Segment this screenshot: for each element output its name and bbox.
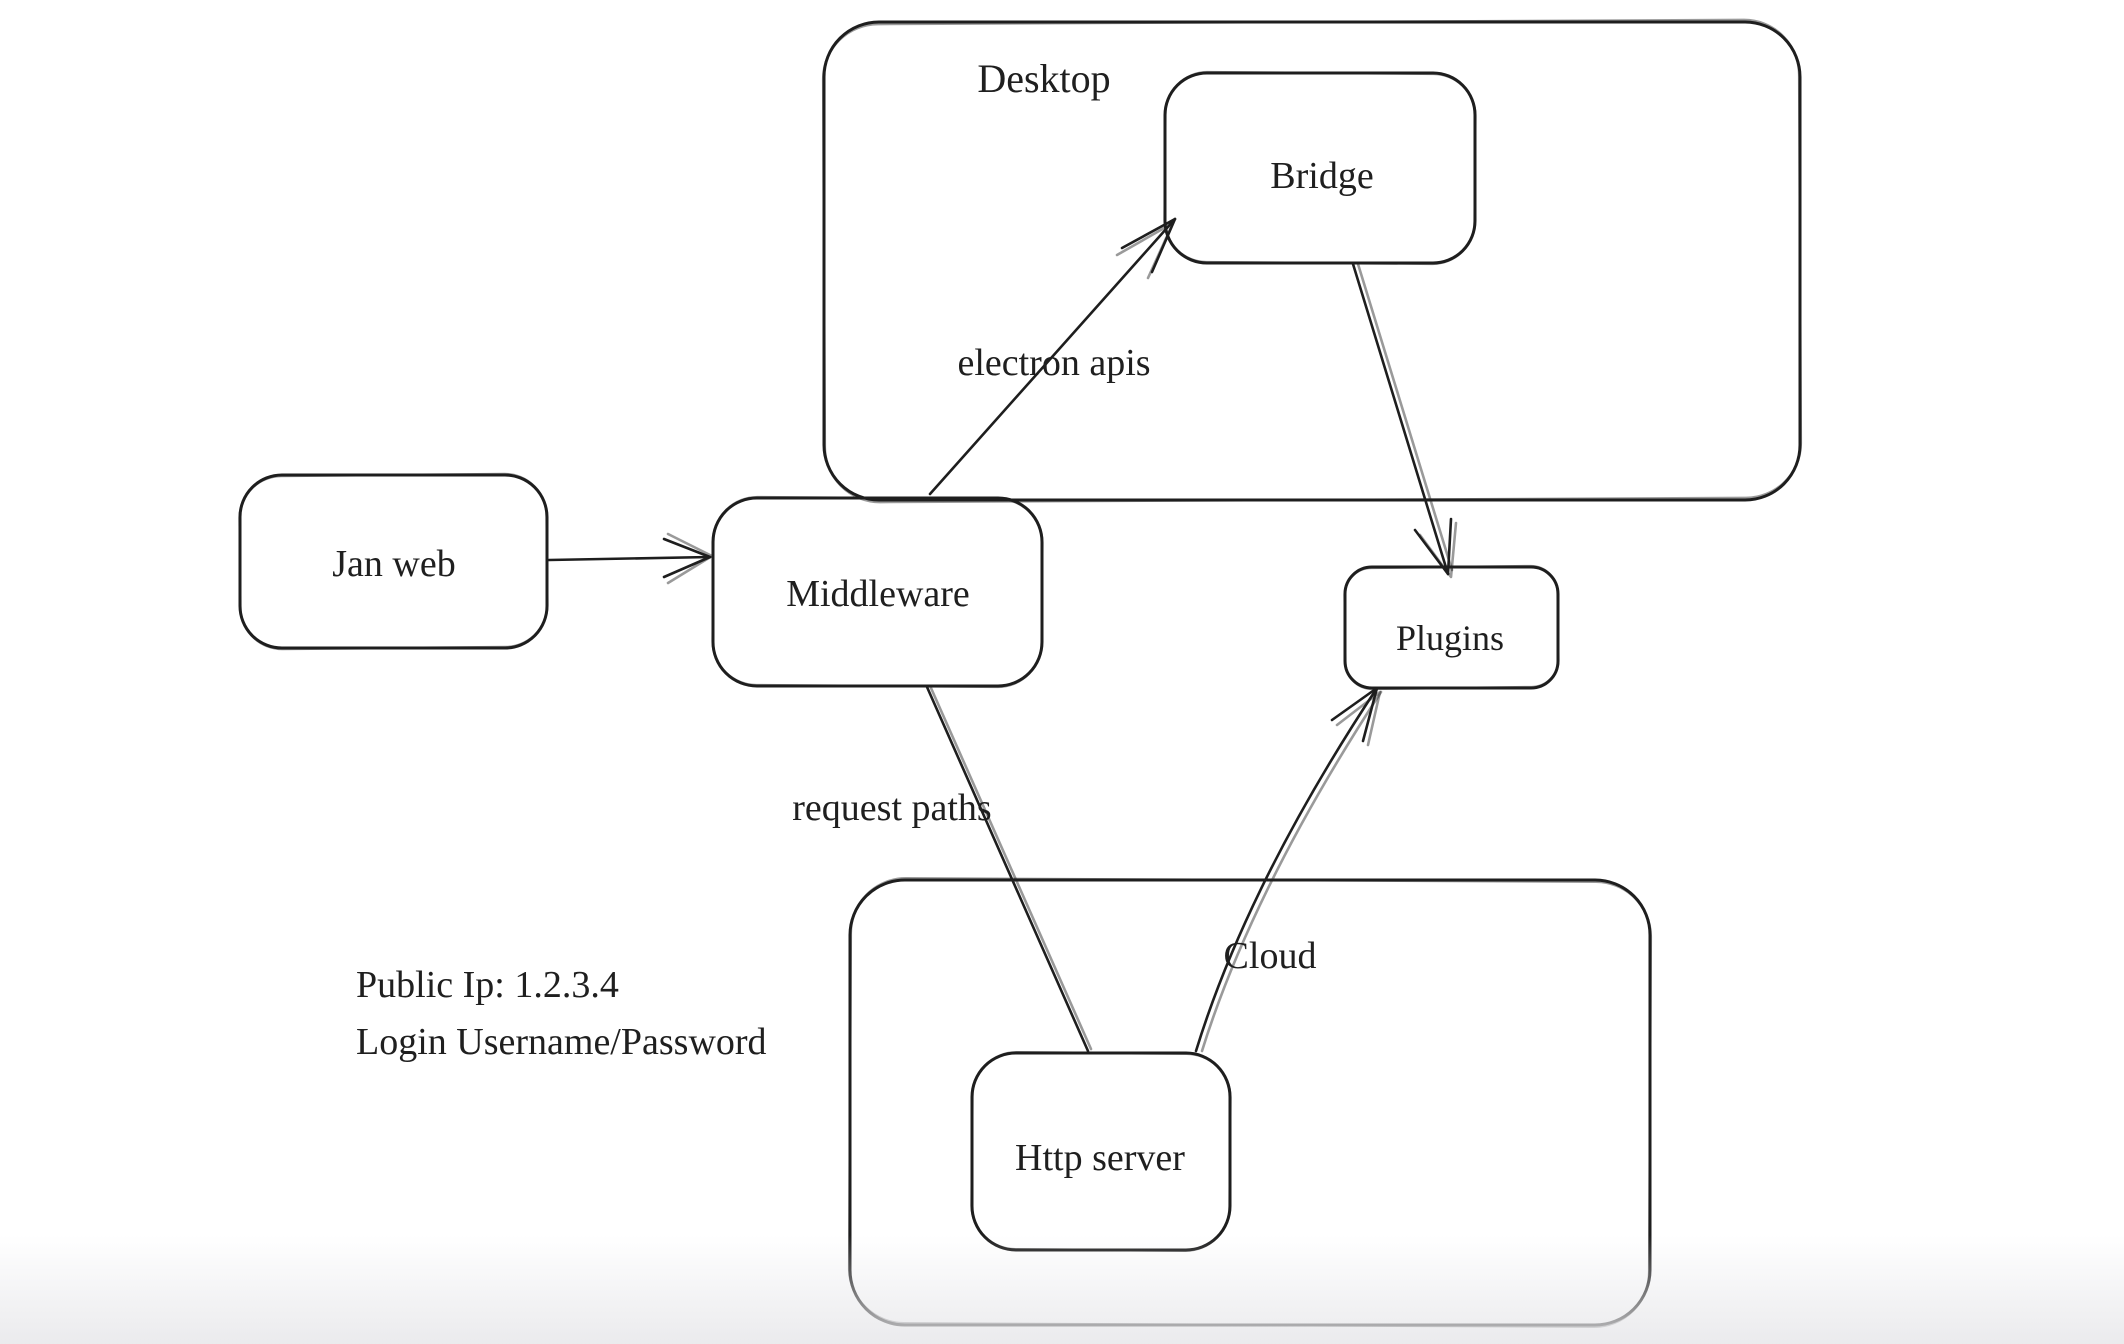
- node-http-server[interactable]: Http server: [970, 1051, 1232, 1252]
- node-plugins-label[interactable]: Plugins: [1396, 618, 1504, 658]
- edge-label-request-paths[interactable]: request paths: [792, 787, 991, 829]
- annotation-public-ip[interactable]: Public Ip: 1.2.3.4: [356, 964, 619, 1006]
- container-desktop-label[interactable]: Desktop: [977, 56, 1110, 101]
- container-cloud-label[interactable]: Cloud: [1224, 935, 1317, 977]
- annotation-login[interactable]: Login Username/Password: [356, 1021, 767, 1063]
- node-jan-web-label[interactable]: Jan web: [332, 543, 455, 585]
- container-desktop[interactable]: Desktop: [821, 18, 1803, 504]
- edge-bridge-to-plugins[interactable]: [1351, 262, 1458, 579]
- annotation-credentials[interactable]: Public Ip: 1.2.3.4 Login Username/Passwo…: [356, 964, 767, 1063]
- edge-jan-web-to-middleware[interactable]: [547, 532, 714, 585]
- node-bridge-label[interactable]: Bridge: [1270, 155, 1373, 197]
- edge-middleware-to-bridge[interactable]: electron apis: [928, 217, 1177, 496]
- node-middleware-label[interactable]: Middleware: [786, 573, 970, 615]
- node-bridge[interactable]: Bridge: [1163, 70, 1477, 266]
- node-middleware[interactable]: Middleware: [711, 495, 1044, 689]
- node-http-server-label[interactable]: Http server: [1015, 1137, 1185, 1179]
- edge-http-server-to-plugins[interactable]: [1194, 686, 1383, 1053]
- bottom-fade: [0, 1235, 2124, 1344]
- node-jan-web[interactable]: Jan web: [238, 472, 549, 651]
- edge-middleware-to-http-server[interactable]: request paths: [792, 685, 1093, 1053]
- node-plugins[interactable]: Plugins: [1343, 564, 1560, 691]
- edge-label-electron-apis[interactable]: electron apis: [957, 342, 1150, 384]
